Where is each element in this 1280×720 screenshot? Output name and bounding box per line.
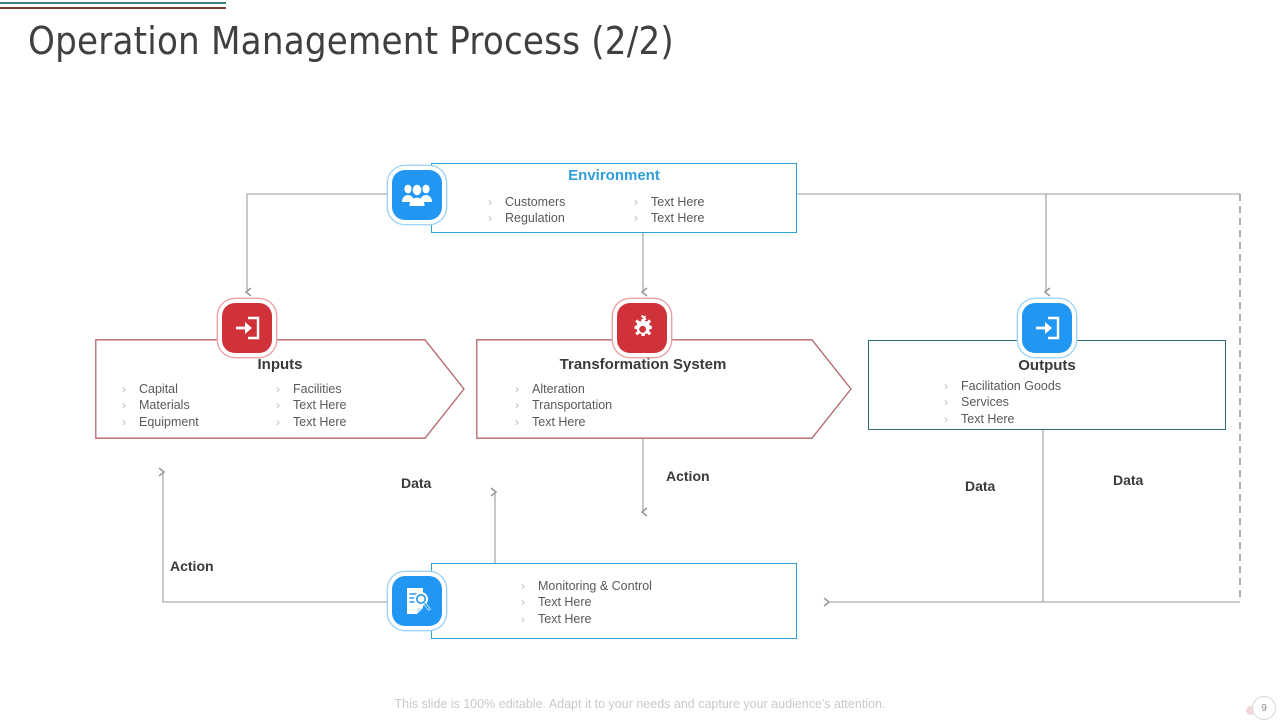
list-item: › Facilities	[276, 381, 347, 397]
list-item: › Alteration	[515, 381, 612, 397]
list-item-label: Text Here	[538, 611, 592, 626]
outputs-icon-tile[interactable]	[1022, 303, 1072, 353]
list-item: › Text Here	[276, 397, 347, 413]
environment-list-col1: › Customers › Regulation	[488, 194, 565, 227]
arrow-out-door-icon	[1033, 315, 1061, 341]
transformation-heading: Transformation System	[559, 356, 727, 373]
transformation-list: › Alteration › Transportation › Text Her…	[515, 381, 612, 430]
list-item-label: Text Here	[293, 414, 347, 429]
list-item-label: Facilities	[293, 382, 342, 396]
bullet-chevron-icon: ›	[488, 195, 492, 209]
page-title: Operation Management Process (2/2)	[28, 19, 674, 63]
list-item-label: Text Here	[538, 595, 592, 610]
list-item: › Text Here	[276, 414, 347, 430]
list-item: › Services	[944, 394, 1061, 410]
list-item-label: Services	[961, 395, 1009, 410]
bullet-chevron-icon: ›	[944, 379, 948, 393]
flow-label-data-right-outer: Data	[1113, 472, 1144, 488]
list-item: › Text Here	[944, 411, 1061, 427]
page-number-dot	[1246, 706, 1255, 715]
list-item-label: Facilitation Goods	[961, 379, 1062, 393]
people-group-icon	[401, 182, 433, 208]
list-item-label: Transportation	[532, 398, 613, 413]
transformation-box[interactable]	[476, 339, 854, 439]
inputs-icon-tile[interactable]	[222, 303, 272, 353]
list-item: › Regulation	[488, 210, 565, 226]
list-item-label: Text Here	[961, 411, 1015, 426]
list-item: › Monitoring & Control	[521, 578, 652, 594]
bullet-chevron-icon: ›	[634, 211, 638, 226]
list-item: › Equipment	[122, 414, 199, 430]
flow-label-action-left: Action	[170, 558, 214, 574]
list-item: › Materials	[122, 397, 199, 413]
bullet-chevron-icon: ›	[276, 414, 280, 429]
bullet-chevron-icon: ›	[515, 382, 519, 396]
inputs-box[interactable]	[95, 339, 467, 439]
environment-heading: Environment	[568, 167, 660, 184]
monitoring-list: › Monitoring & Control › Text Here › Tex…	[521, 578, 652, 627]
outputs-heading: Outputs	[1018, 357, 1076, 374]
list-item: › Text Here	[515, 414, 612, 430]
list-item-label: Capital	[139, 382, 178, 396]
gears-icon	[627, 314, 657, 342]
document-search-icon	[403, 586, 431, 616]
bullet-chevron-icon: ›	[515, 414, 519, 429]
bullet-chevron-icon: ›	[521, 595, 525, 610]
flow-label-data-right-inner: Data	[965, 478, 996, 494]
bullet-chevron-icon: ›	[488, 211, 492, 226]
outputs-box[interactable]	[868, 340, 1226, 430]
flow-label-action-mid: Action	[666, 468, 710, 484]
list-item-label: Regulation	[505, 211, 565, 226]
inputs-list-col2: › Facilities › Text Here › Text Here	[276, 381, 347, 430]
monitoring-icon-tile[interactable]	[392, 576, 442, 626]
list-item: › Transportation	[515, 397, 612, 413]
list-item: › Capital	[122, 381, 199, 397]
bullet-chevron-icon: ›	[634, 195, 638, 209]
list-item: › Customers	[488, 194, 565, 210]
title-rule-teal	[0, 2, 226, 4]
environment-icon-tile[interactable]	[392, 170, 442, 220]
list-item-label: Alteration	[532, 382, 585, 396]
arrow-into-door-icon	[233, 315, 261, 341]
list-item: › Text Here	[521, 594, 652, 610]
list-item: › Facilitation Goods	[944, 378, 1061, 394]
page-number: 9	[1252, 696, 1276, 720]
bullet-chevron-icon: ›	[515, 398, 519, 413]
list-item: › Text Here	[634, 210, 705, 226]
list-item-label: Equipment	[139, 414, 199, 429]
list-item-label: Monitoring & Control	[538, 579, 652, 593]
bullet-chevron-icon: ›	[276, 382, 280, 396]
bullet-chevron-icon: ›	[944, 395, 948, 410]
bullet-chevron-icon: ›	[521, 579, 525, 593]
bullet-chevron-icon: ›	[122, 382, 126, 396]
list-item-label: Text Here	[651, 211, 705, 226]
inputs-list-col1: › Capital › Materials › Equipment	[122, 381, 199, 430]
flow-label-data-mid: Data	[401, 475, 432, 491]
bullet-chevron-icon: ›	[521, 611, 525, 626]
outputs-list: › Facilitation Goods › Services › Text H…	[944, 378, 1061, 427]
environment-list-col2: › Text Here › Text Here	[634, 194, 705, 227]
list-item-label: Text Here	[651, 195, 705, 209]
list-item-label: Customers	[505, 195, 566, 209]
footer-note: This slide is 100% editable. Adapt it to…	[394, 697, 886, 711]
inputs-heading: Inputs	[257, 356, 303, 373]
list-item-label: Text Here	[293, 398, 347, 413]
bullet-chevron-icon: ›	[944, 411, 948, 426]
transformation-icon-tile[interactable]	[617, 303, 667, 353]
bullet-chevron-icon: ›	[122, 414, 126, 429]
list-item: › Text Here	[521, 611, 652, 627]
bullet-chevron-icon: ›	[276, 398, 280, 413]
list-item-label: Materials	[139, 398, 190, 413]
title-rule-maroon	[0, 7, 226, 9]
monitoring-box[interactable]	[431, 563, 797, 639]
list-item-label: Text Here	[532, 414, 586, 429]
list-item: › Text Here	[634, 194, 705, 210]
bullet-chevron-icon: ›	[122, 398, 126, 413]
